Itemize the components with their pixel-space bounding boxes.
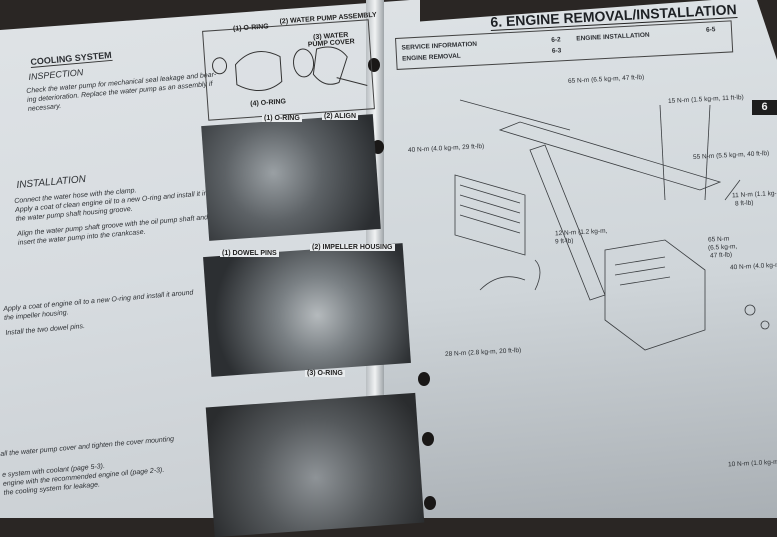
binder-hole [422,432,434,446]
binder-hole [418,372,430,386]
photo-oring-align [201,114,381,241]
binder-hole [368,58,380,72]
toc-page: 6-5 [705,26,716,34]
engine-exploded-diagram [454,99,770,351]
photo-impeller [203,243,411,377]
photo-label: (2) IMPELLER HOUSING [310,244,395,251]
chapter-tab: 6 [752,100,777,115]
photo-label: (2) ALIGN [322,113,359,120]
toc-label[interactable]: SERVICE INFORMATION [401,40,478,52]
toc-page: 6-3 [551,47,562,55]
toc-page: 6-2 [551,36,561,44]
torque-label: 65 N-m [707,235,730,244]
photo-label: (1) DOWEL PINS [220,250,279,257]
photo-label: (1) O-RING [262,115,302,122]
torque-label: 9 ft-lb) [554,237,574,246]
torque-label: 8 ft-lb) [734,199,754,208]
toc-label[interactable]: ENGINE INSTALLATION [576,31,650,43]
photo-pump-cover [205,392,425,537]
torque-label: 47 ft-lb) [709,251,733,260]
toc-label[interactable]: ENGINE REMOVAL [401,52,461,63]
water-pump-diagram: (1) O-RING (2) WATER PUMP ASSEMBLY (3) W… [202,12,377,121]
binder-hole [424,496,436,510]
right-page [372,0,777,518]
water-pump-drawing [212,46,368,91]
photo-label: (3) O-RING [305,370,345,377]
